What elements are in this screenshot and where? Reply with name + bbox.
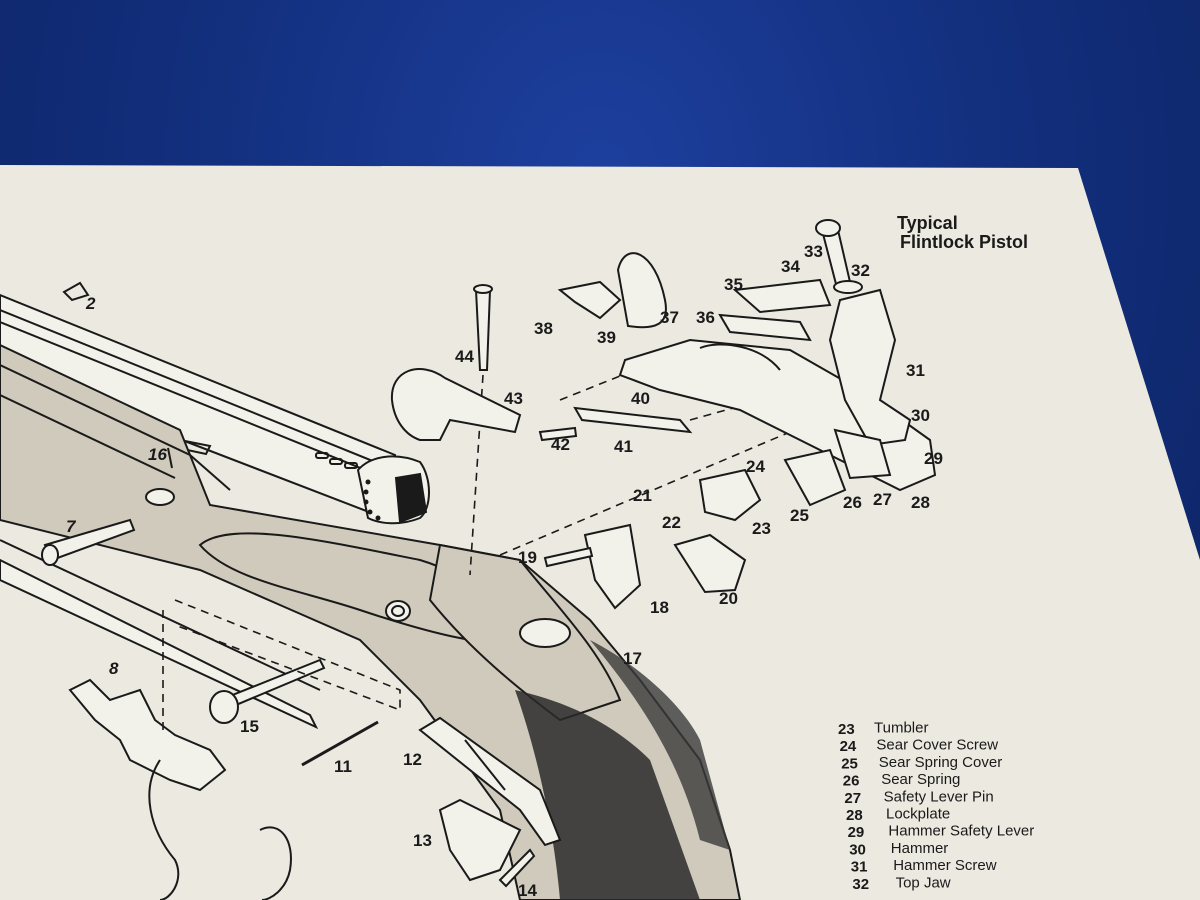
callout-43: 43 (504, 389, 523, 408)
legend-row: 24 Sear Cover Screw (840, 737, 999, 756)
legend-part-name: Safety Lever Pin (884, 788, 994, 805)
callout-13: 13 (413, 831, 432, 850)
callout-36: 36 (696, 308, 715, 327)
legend-part-name: Tumbler (874, 720, 928, 737)
callout-24: 24 (746, 457, 765, 476)
callout-35: 35 (724, 275, 743, 294)
callout-8: 8 (109, 659, 119, 678)
legend-part-number: 27 (844, 790, 861, 807)
lock-parts-drawing (390, 219, 937, 610)
callout-41: 41 (614, 437, 633, 456)
callout-7: 7 (66, 517, 77, 536)
diagram-title-line2: Flintlock Pistol (900, 232, 1028, 252)
callout-26: 26 (843, 493, 862, 512)
callout-22: 22 (662, 513, 681, 532)
legend-part-number: 32 (852, 876, 869, 893)
callout-21: 21 (633, 486, 652, 505)
legend-part-number: 24 (840, 738, 857, 755)
legend-part-name: Hammer Screw (893, 857, 997, 874)
callout-15: 15 (240, 717, 259, 736)
callout-31: 31 (906, 361, 925, 380)
legend-part-name: Sear Spring Cover (879, 754, 1002, 771)
legend-part-number: 31 (851, 859, 868, 876)
legend-part-name: Hammer Safety Lever (888, 823, 1034, 840)
legend-part-number: 23 (838, 721, 855, 738)
callout-16: 16 (148, 445, 167, 464)
callout-27: 27 (873, 490, 892, 509)
callout-29: 29 (924, 449, 943, 468)
callout-33: 33 (804, 242, 823, 261)
legend-part-number: 30 (849, 841, 866, 858)
callout-30: 30 (911, 406, 930, 425)
callout-23: 23 (752, 519, 771, 538)
stock-drawing (0, 343, 742, 900)
callout-19: 19 (518, 548, 537, 567)
legend-part-number: 26 (843, 773, 860, 790)
callout-25: 25 (790, 506, 809, 525)
legend-part-name: Top Jaw (896, 874, 951, 891)
legend-part-name: Hammer (891, 840, 949, 857)
legend-part-number: 25 (841, 755, 858, 772)
callout-39: 39 (597, 328, 616, 347)
legend-part-name: Lockplate (886, 806, 950, 823)
callout-34: 34 (781, 257, 800, 276)
legend-row: 30 Hammer (849, 840, 948, 859)
callout-44: 44 (455, 347, 474, 366)
legend-part-name: Sear Spring (881, 771, 960, 788)
left-small-parts (0, 281, 562, 900)
callout-28: 28 (911, 493, 930, 512)
callout-40: 40 (631, 389, 650, 408)
legend-row: 26 Sear Spring (843, 771, 961, 790)
legend-part-number: 29 (848, 824, 865, 841)
callout-42: 42 (551, 435, 570, 454)
diagram-title-line1: Typical (897, 213, 958, 233)
callout-32: 32 (851, 261, 870, 280)
callout-38: 38 (534, 319, 553, 338)
callout-18: 18 (650, 598, 669, 617)
legend-part-name: Sear Cover Screw (876, 737, 998, 754)
part-callouts: 2 7 8 11 12 13 14 15 16 17 18 19 20 21 2… (66, 242, 943, 900)
callout-12: 12 (403, 750, 422, 769)
legend-row: 31 Hammer Screw (851, 857, 997, 876)
legend-part-number: 28 (846, 807, 863, 824)
legend-row: 28 Lockplate (846, 806, 950, 825)
callout-14: 14 (518, 881, 537, 900)
callout-2: 2 (85, 294, 96, 313)
legend-row: 27 Safety Lever Pin (844, 788, 993, 807)
legend-row: 29 Hammer Safety Lever (848, 823, 1035, 842)
barrel-drawing (0, 293, 430, 525)
legend-row: 32 Top Jaw (852, 874, 950, 893)
legend-row: 23 Tumbler (838, 720, 928, 739)
callout-11: 11 (334, 757, 352, 776)
callout-17: 17 (623, 649, 642, 668)
legend-row: 25 Sear Spring Cover (841, 754, 1002, 773)
callout-20: 20 (719, 589, 738, 608)
callout-37: 37 (660, 308, 679, 327)
